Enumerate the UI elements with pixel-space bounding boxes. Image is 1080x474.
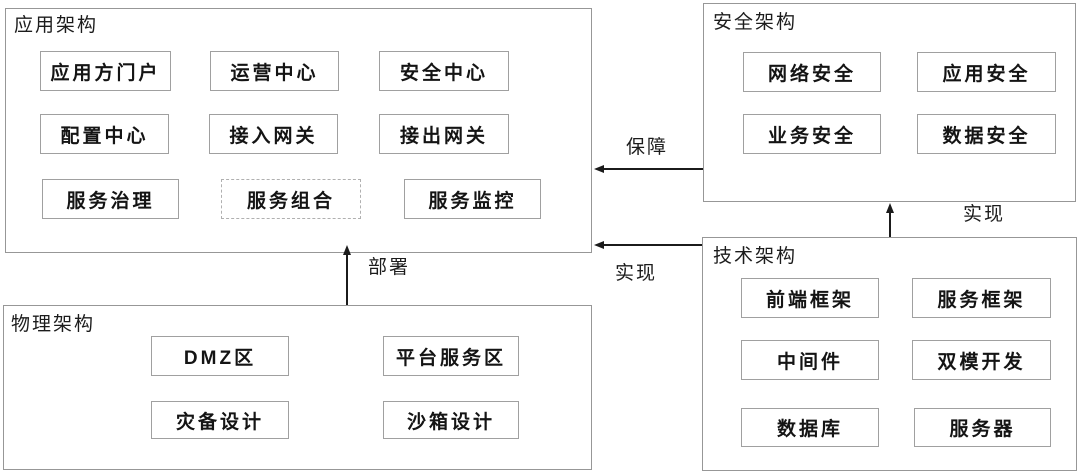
arrow-deploy-label: 部署 bbox=[368, 257, 411, 278]
item-server: 服务器 bbox=[914, 408, 1051, 447]
item-dmz-zone: DMZ区 bbox=[151, 336, 289, 376]
arrow-realize-app-label: 实现 bbox=[615, 263, 658, 284]
item-service-framework: 服务框架 bbox=[912, 278, 1051, 318]
item-label: 安全中心 bbox=[399, 62, 488, 84]
item-label: 应用安全 bbox=[942, 63, 1031, 85]
item-label: 网络安全 bbox=[767, 63, 856, 85]
group-title-security: 安全架构 bbox=[713, 12, 798, 33]
item-inbound-gateway: 接入网关 bbox=[209, 114, 338, 154]
item-database: 数据库 bbox=[741, 408, 879, 447]
item-label: 业务安全 bbox=[767, 125, 856, 147]
item-app-portal: 应用方门户 bbox=[40, 51, 171, 91]
item-service-composition: 服务组合 bbox=[221, 179, 361, 219]
item-label: 中间件 bbox=[776, 351, 843, 373]
item-security-center: 安全中心 bbox=[379, 51, 509, 91]
group-security-architecture: 安全架构 网络安全 应用安全 业务安全 数据安全 bbox=[703, 3, 1076, 202]
item-network-security: 网络安全 bbox=[743, 52, 881, 92]
arrow-realize-app-line bbox=[604, 244, 702, 246]
arrow-realize-security-line bbox=[889, 212, 891, 237]
item-application-security: 应用安全 bbox=[917, 52, 1056, 92]
arrow-up-head-icon bbox=[343, 245, 351, 255]
item-label: 服务组合 bbox=[246, 190, 335, 212]
item-middleware: 中间件 bbox=[741, 340, 879, 380]
item-label: 双模开发 bbox=[937, 351, 1026, 373]
item-label: 服务器 bbox=[949, 419, 1016, 440]
group-title-technology: 技术架构 bbox=[713, 246, 798, 267]
arrow-left-head-icon bbox=[594, 165, 604, 173]
item-label: 运营中心 bbox=[230, 62, 319, 84]
item-config-center: 配置中心 bbox=[40, 114, 169, 154]
item-operation-center: 运营中心 bbox=[210, 51, 339, 91]
item-outbound-gateway: 接出网关 bbox=[379, 114, 509, 154]
item-dual-mode-dev: 双模开发 bbox=[912, 340, 1051, 380]
item-label: DMZ区 bbox=[183, 347, 257, 369]
item-label: 服务框架 bbox=[937, 289, 1026, 311]
item-label: 沙箱设计 bbox=[406, 411, 495, 433]
item-label: 应用方门户 bbox=[50, 62, 161, 84]
group-technology-architecture: 技术架构 前端框架 服务框架 中间件 双模开发 数据库 服务器 bbox=[702, 237, 1077, 471]
item-service-monitoring: 服务监控 bbox=[404, 179, 541, 219]
item-label: 灾备设计 bbox=[175, 411, 264, 433]
item-label: 前端框架 bbox=[765, 289, 854, 311]
arrow-up-head-icon bbox=[886, 203, 894, 213]
item-label: 接出网关 bbox=[399, 125, 488, 147]
item-data-security: 数据安全 bbox=[917, 114, 1056, 154]
item-business-security: 业务安全 bbox=[743, 114, 881, 154]
item-platform-service-zone: 平台服务区 bbox=[383, 336, 519, 376]
item-label: 数据安全 bbox=[942, 125, 1031, 147]
item-label: 数据库 bbox=[776, 419, 843, 440]
group-title-physical: 物理架构 bbox=[11, 314, 96, 335]
item-frontend-framework: 前端框架 bbox=[741, 278, 879, 318]
group-physical-architecture: 物理架构 DMZ区 平台服务区 灾备设计 沙箱设计 bbox=[3, 305, 592, 470]
item-sandbox-design: 沙箱设计 bbox=[383, 401, 519, 439]
item-label: 服务治理 bbox=[66, 190, 155, 212]
group-application-architecture: 应用架构 应用方门户 运营中心 安全中心 配置中心 接入网关 接出网关 服务治理… bbox=[5, 8, 592, 253]
arrow-guarantee-line bbox=[604, 168, 703, 170]
item-label: 配置中心 bbox=[60, 125, 149, 147]
group-title-application: 应用架构 bbox=[14, 15, 99, 36]
item-service-governance: 服务治理 bbox=[42, 179, 179, 219]
item-label: 平台服务区 bbox=[395, 347, 506, 369]
item-disaster-recovery-design: 灾备设计 bbox=[151, 401, 289, 439]
arrow-deploy-line bbox=[346, 254, 348, 305]
arrow-realize-security-label: 实现 bbox=[963, 204, 1006, 225]
item-label: 接入网关 bbox=[229, 125, 318, 147]
item-label: 服务监控 bbox=[428, 190, 517, 212]
arrow-left-head-icon bbox=[594, 241, 604, 249]
arrow-guarantee-label: 保障 bbox=[626, 137, 669, 158]
